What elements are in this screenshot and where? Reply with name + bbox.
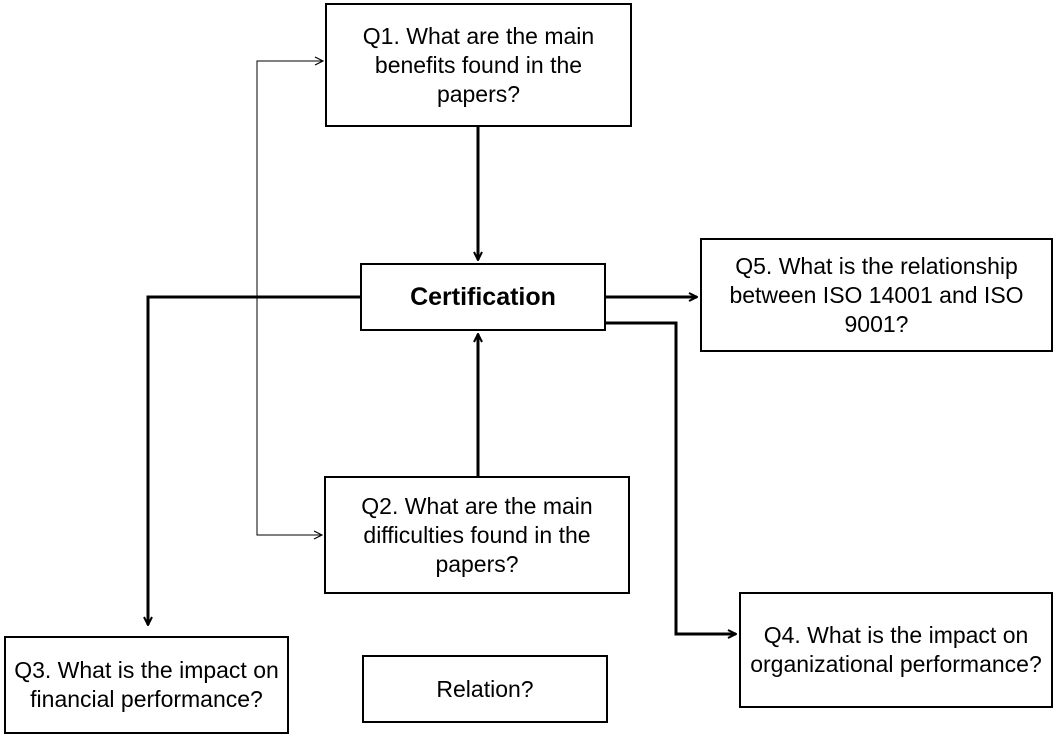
q4-text: Q4. What is the impact on organizational… bbox=[750, 622, 1042, 677]
q5-relationship-box: Q5. What is the relationship between ISO… bbox=[700, 238, 1053, 352]
q1-benefits-box: Q1. What are the main benefits found in … bbox=[325, 3, 632, 127]
q1-text: Q1. What are the main benefits found in … bbox=[362, 22, 595, 107]
edge-certification-to-q4 bbox=[606, 321, 736, 634]
q5-text: Q5. What is the relationship between ISO… bbox=[729, 252, 1024, 337]
q4-organizational-box: Q4. What is the impact on organizational… bbox=[739, 592, 1053, 708]
relation-box: Relation? bbox=[362, 655, 608, 723]
edge-certification-to-q3 bbox=[148, 295, 360, 625]
q3-text: Q3. What is the impact on financial perf… bbox=[14, 657, 279, 712]
relation-label: Relation? bbox=[436, 675, 534, 702]
edge-relation-bracket bbox=[256, 60, 322, 536]
certification-label: Certification bbox=[410, 282, 556, 311]
q2-text: Q2. What are the main difficulties found… bbox=[361, 492, 593, 577]
certification-box: Certification bbox=[360, 263, 606, 331]
q2-difficulties-box: Q2. What are the main difficulties found… bbox=[324, 476, 630, 594]
q3-financial-box: Q3. What is the impact on financial perf… bbox=[4, 636, 289, 734]
